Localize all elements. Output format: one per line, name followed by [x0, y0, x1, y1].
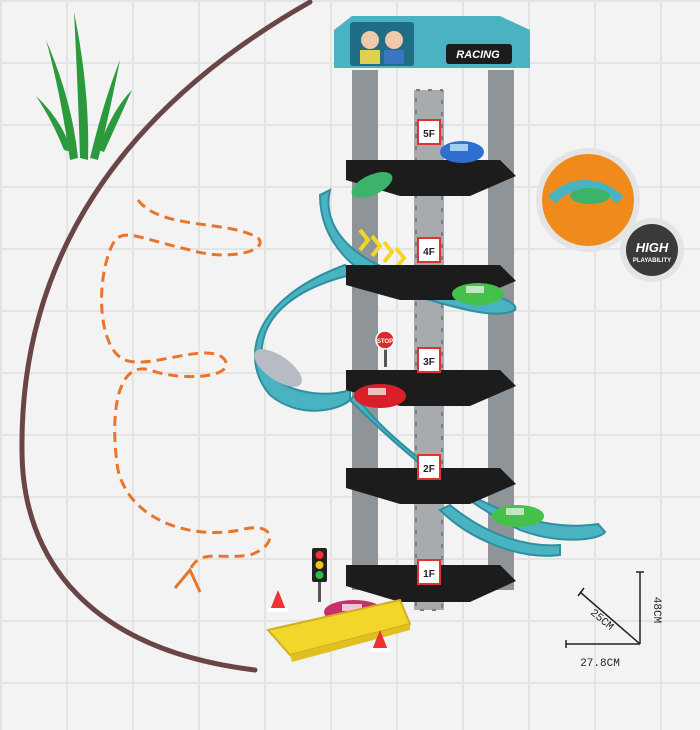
high-playability-badge: HIGH PLAYABILITY [536, 148, 684, 282]
floor-sign-4f: 4F [417, 237, 441, 263]
traffic-light-icon [312, 548, 327, 602]
toy-cars [254, 141, 544, 624]
racing-sign: RACING [456, 49, 500, 61]
dashed-arrow-icon [100, 199, 272, 593]
car-green-4f [452, 283, 504, 305]
tower-roof: RACING [334, 16, 530, 68]
svg-text:2F: 2F [423, 464, 435, 475]
decorative-curve [19, 0, 313, 673]
svg-text:5F: 5F [423, 129, 435, 140]
car-blue-5f [440, 141, 484, 163]
grass-icon [36, 12, 132, 160]
floor-sign-3f: 3F [417, 347, 441, 373]
dimension-width: 27.8CM [580, 658, 620, 670]
floor-decks [346, 160, 516, 602]
floor-signs: 5F 4F 3F 2F 1F [417, 119, 441, 585]
car-green-5f [351, 172, 393, 198]
badge-high-label: HIGH [636, 240, 669, 255]
svg-text:1F: 1F [423, 569, 435, 580]
svg-text:4F: 4F [423, 247, 435, 258]
floor-sign-5f: 5F [417, 119, 441, 145]
stop-sign-icon: STOP [375, 330, 395, 367]
traffic-cones [268, 590, 390, 652]
svg-text:3F: 3F [423, 357, 435, 368]
car-silver-ramp [254, 349, 302, 387]
floor-sign-2f: 2F [417, 454, 441, 480]
ramp-chevrons [358, 228, 407, 270]
car-red-3f [354, 384, 406, 408]
dimension-cube-icon [565, 571, 644, 648]
svg-text:STOP: STOP [377, 339, 393, 345]
car-green-2f [492, 505, 544, 527]
dimension-height: 48CM [650, 597, 662, 623]
badge-playability-label: PLAYABILITY [633, 258, 671, 264]
floor-sign-1f: 1F [417, 559, 441, 585]
